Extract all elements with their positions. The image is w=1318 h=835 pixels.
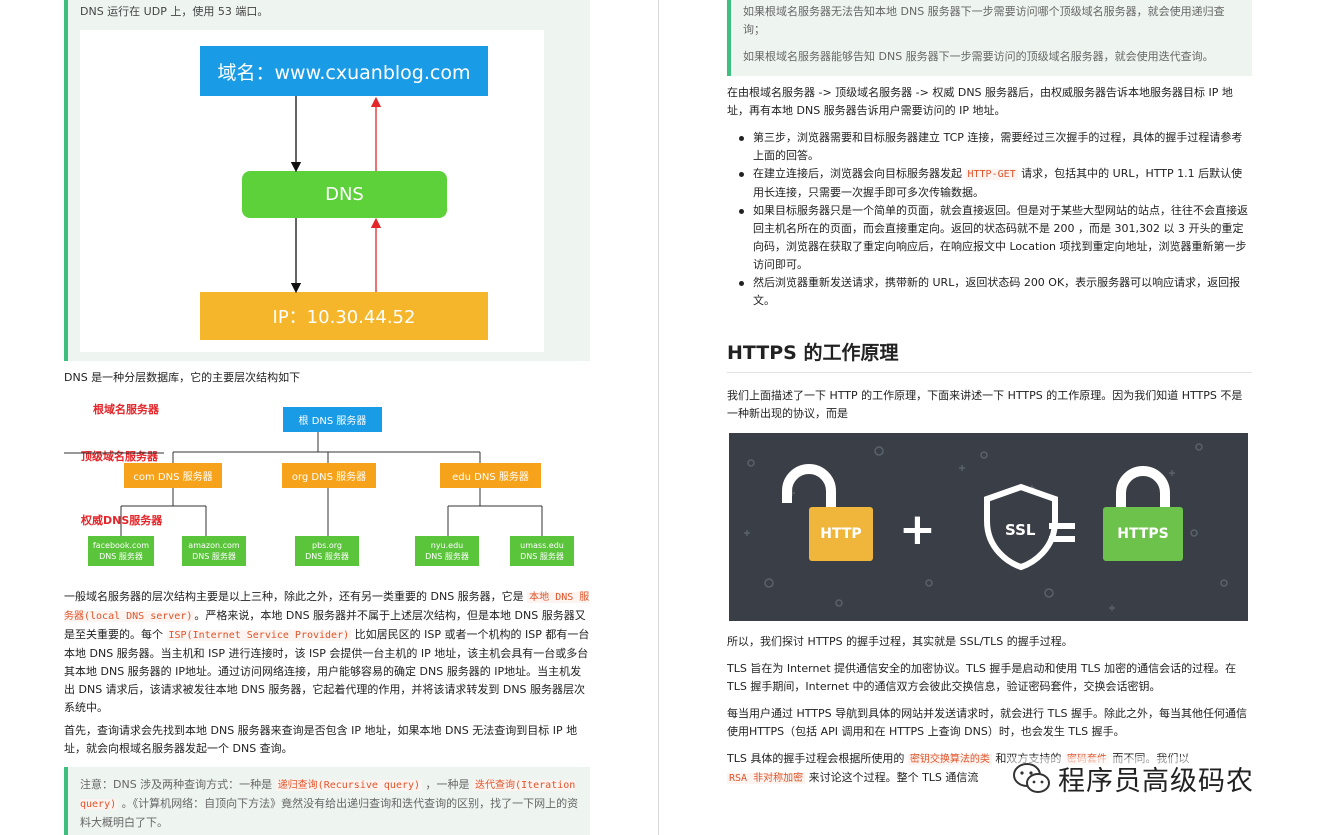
label-root-servers: 根域名服务器 [93, 403, 159, 416]
query-type-quote [727, 0, 1252, 76]
ip-box: IP：10.30.44.52 [200, 292, 488, 340]
step-item-resend: 然后浏览器重新发送请求，携带新的 URL，返回状态码 200 OK，表示服务器可… [727, 274, 1252, 310]
ssl-label: SSL [1005, 521, 1036, 539]
tls-paragraph-2: TLS 旨在为 Internet 提供通信安全的加密协议。TLS 握手是启动和使… [727, 662, 1237, 693]
heading-underline [727, 372, 1252, 373]
local-dns-paragraph: 一般域名服务器的层次结构主要是以上三种，除此之外，还有另一类重要的 DNS 服务… [64, 590, 590, 714]
page-divider [658, 0, 659, 835]
equals-bar-top [1049, 523, 1075, 529]
iterative-line: 如果根域名服务器能够告知 DNS 服务器下一步需要访问的顶级域名服务器，就会使用… [743, 50, 1214, 63]
tld-node-com: com DNS 服务器 [124, 463, 222, 488]
query-paragraph: 首先，查询请求会先找到本地 DNS 服务器来查询是否包含 IP 地址，如果本地 … [64, 724, 578, 755]
code-recursive: 递归查询(Recursive query) [275, 780, 423, 791]
dns-box: DNS [242, 171, 447, 218]
code-isp: ISP(Internet Service Provider) [166, 630, 352, 641]
dns-udp-text: DNS 运行在 UDP 上，使用 53 端口。 [80, 5, 269, 18]
tld-node-org: org DNS 服务器 [282, 463, 376, 488]
dns-tree: 根域名服务器 顶级域名服务器 权威DNS服务器 根 DNS 服务器 com DN… [64, 396, 590, 576]
steps-list: 第三步，浏览器需要和目标服务器建立 TCP 连接，需要经过三次握手的过程，具体的… [727, 129, 1252, 310]
https-lock-body: HTTPS [1103, 507, 1183, 561]
https-intro: 我们上面描述了一下 HTTP 的工作原理，下面来讲述一下 HTTPS 的工作原理… [727, 389, 1243, 420]
tree-lines [64, 432, 543, 536]
https-heading: HTTPS 的工作原理 [727, 342, 899, 364]
domain-box: 域名：www.cxuanblog.com [200, 46, 488, 96]
code-rsa: RSA 非对称加密 [727, 773, 806, 784]
hierarchy-intro: DNS 是一种分层数据库，它的主要层次结构如下 [64, 371, 301, 384]
flow-paragraph: 在由根域名服务器 -> 顶级域名服务器 -> 权威 DNS 服务器后，由权威服务… [727, 86, 1233, 117]
watermark-text: 程序员高级码农 [1058, 766, 1254, 797]
root-dns-node: 根 DNS 服务器 [283, 407, 382, 432]
step-item-tcp: 第三步，浏览器需要和目标服务器建立 TCP 连接，需要经过三次握手的过程，具体的… [727, 129, 1252, 165]
query-note-quote [64, 767, 590, 835]
https-banner: HTTP + SSL = HTTPS [729, 433, 1248, 621]
label-auth-servers: 权威DNS服务器 [81, 514, 163, 527]
http-lock-body: HTTP [809, 507, 873, 561]
watermark: 程序员高级码农 [1008, 757, 1258, 800]
query-note-text: 注意：DNS 涉及两种查询方式：一种是 递归查询(Recursive query… [80, 778, 579, 829]
locked-shackle [1116, 466, 1170, 507]
tls-paragraph-1: 所以，我们探讨 HTTPS 的握手过程，其实就是 SSL/TLS 的握手过程。 [727, 635, 1073, 648]
tld-node-edu: edu DNS 服务器 [440, 463, 541, 488]
step-item-redirect: 如果目标服务器只是一个简单的页面，就会直接返回。但是对于某些大型网站的站点，往往… [727, 202, 1252, 274]
plus-sign: + [899, 504, 936, 555]
recursive-line: 如果根域名服务器无法告知本地 DNS 服务器下一步需要访问哪个顶级域名服务器，就… [743, 5, 1225, 36]
unlocked-shackle [782, 464, 836, 507]
dns-arrows [290, 96, 382, 294]
code-http-get: HTTP-GET [965, 169, 1018, 180]
equals-bar-bottom [1049, 536, 1075, 542]
step-item-http-get: 在建立连接后，浏览器会向目标服务器发起 HTTP-GET 请求，包括其中的 UR… [727, 165, 1252, 202]
wechat-icon [1013, 762, 1050, 793]
banner-graphic [744, 443, 1228, 611]
dns-figure: 域名：www.cxuanblog.com DNS IP：10.30.44.52 [80, 30, 544, 352]
code-key-exchange: 密钥交换算法的类 [907, 754, 992, 765]
tls-paragraph-3: 每当用户通过 HTTPS 导航到具体的网站并发送请求时，就会进行 TLS 握手。… [727, 707, 1247, 738]
